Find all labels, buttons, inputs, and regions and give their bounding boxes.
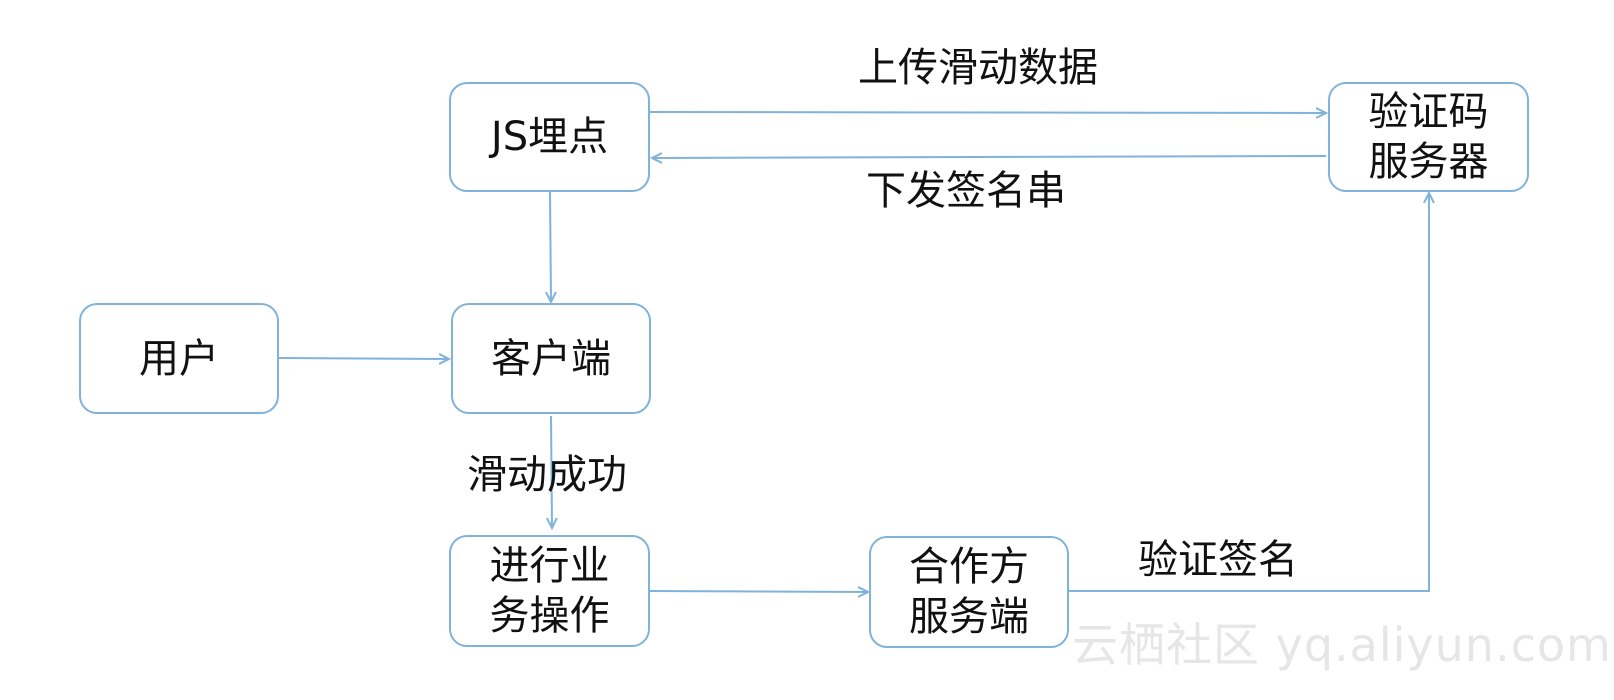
- node-label-line: JS埋点: [490, 114, 609, 160]
- user-node: 用户: [79, 303, 279, 414]
- node-label-line: 客户端: [491, 335, 611, 382]
- node-label-line: 服务端: [909, 594, 1029, 640]
- node-label-line: 验证码: [1368, 89, 1489, 135]
- node-label-line: 合作方: [909, 544, 1029, 590]
- edge-label-verify-signature: 验证签名: [1138, 537, 1298, 583]
- business-operation-node: 进行业务操作: [449, 535, 650, 647]
- js-tracking-node: JS埋点: [449, 82, 650, 192]
- edge-label-issue-signature: 下发签名串: [866, 168, 1066, 214]
- client-node: 客户端: [451, 303, 651, 414]
- edge-label-upload: 上传滑动数据: [858, 45, 1098, 91]
- node-label-line: 务操作: [489, 593, 610, 639]
- node-label-line: 服务器: [1368, 139, 1489, 185]
- edge-js-to-captcha: [649, 112, 1326, 113]
- node-label-line: 用户: [139, 335, 219, 382]
- watermark: 云栖社区 yq.aliyun.com: [1072, 618, 1612, 672]
- edge-user-to-client: [277, 358, 449, 359]
- edge-captcha-to-js: [652, 156, 1327, 158]
- partner-server-node: 合作方服务端: [869, 536, 1069, 648]
- edge-partner-to-captcha: [1068, 193, 1429, 592]
- edge-label-slide-success: 滑动成功: [467, 452, 627, 498]
- node-label-line: 进行业: [489, 543, 610, 589]
- edge-client-to-business: [551, 415, 552, 528]
- edge-js-to-client: [550, 191, 551, 302]
- edge-business-to-partner: [649, 591, 868, 592]
- captcha-server-node: 验证码服务器: [1328, 82, 1529, 192]
